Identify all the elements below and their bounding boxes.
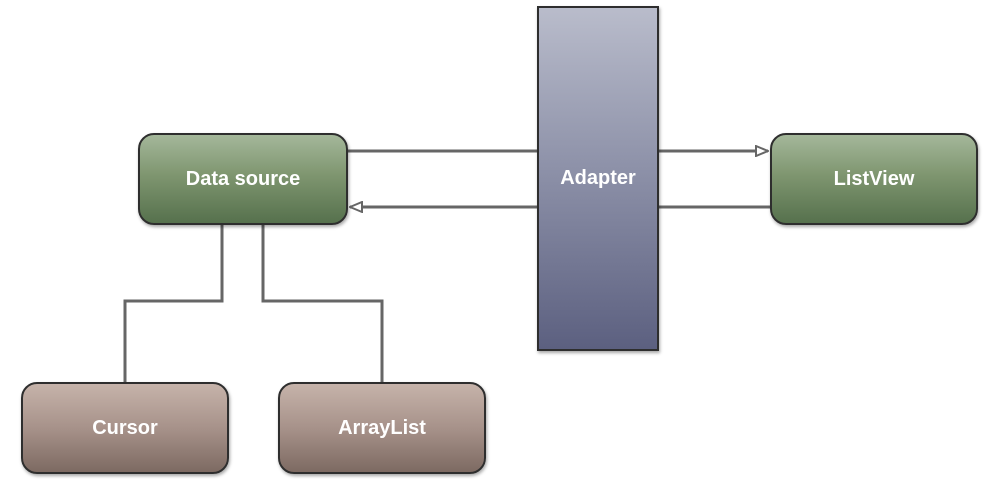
arraylist-label: ArrayList xyxy=(338,416,426,439)
cursor-node: Cursor xyxy=(21,382,229,474)
listview-node: ListView xyxy=(770,133,978,225)
data-source-label: Data source xyxy=(185,167,301,190)
arraylist-node: ArrayList xyxy=(278,382,486,474)
edge-datasource-to-arraylist xyxy=(261,225,384,382)
adapter-node: Adapter xyxy=(537,6,659,351)
edge-datasource-to-cursor xyxy=(123,225,224,382)
adapter-label: Adapter xyxy=(560,167,636,189)
listview-label: ListView xyxy=(833,167,915,190)
data-source-node: Data source xyxy=(138,133,348,225)
cursor-label: Cursor xyxy=(92,416,158,439)
